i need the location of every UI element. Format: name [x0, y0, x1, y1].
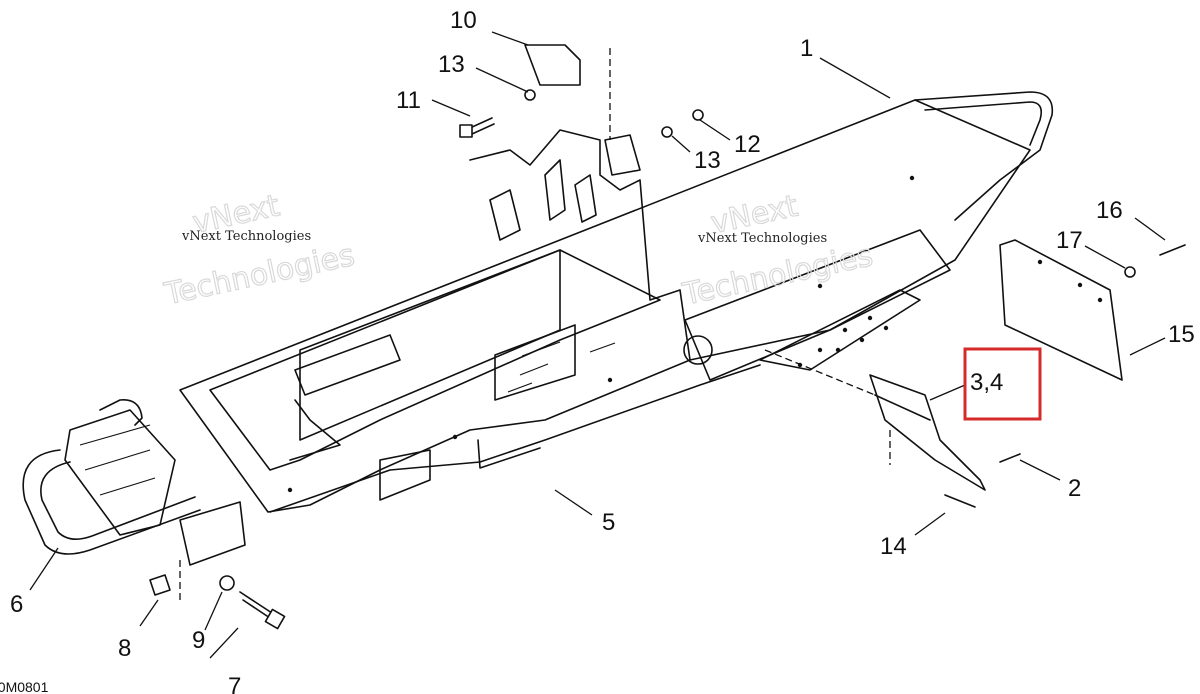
callout-1: 1: [800, 35, 813, 62]
callout-12: 12: [734, 131, 761, 158]
main-frame-part: [179, 91, 1054, 513]
highlight-box: [963, 347, 1042, 421]
callout-16: 16: [1096, 197, 1123, 224]
callout-17: 17: [1056, 227, 1083, 254]
callout-14: 14: [880, 533, 907, 560]
watermark-word-right-2: Technologies: [679, 238, 876, 313]
callout-8: 8: [118, 635, 131, 662]
callout-10: 10: [450, 7, 477, 34]
callout-11: 11: [396, 87, 421, 114]
drawing-code: 30M0801: [0, 679, 49, 694]
callout-15: 15: [1168, 321, 1195, 348]
callout-13-right: 13: [694, 147, 721, 174]
rear-bracket-part: [764, 349, 1021, 508]
watermark-word-left-2: Technologies: [161, 238, 358, 313]
mud-flap-part: [999, 239, 1186, 381]
leader-lines: [29, 31, 1166, 659]
watermark-label-right: vNext Technologies: [697, 231, 827, 246]
callout-6: 6: [10, 591, 23, 618]
callout-5: 5: [602, 509, 615, 536]
front-bumper-part: [22, 399, 201, 555]
side-bracket-part: [149, 501, 286, 630]
callout-3-4: 3,4: [970, 369, 1003, 396]
top-bracket-hardware: [459, 44, 704, 140]
callout-2: 2: [1068, 475, 1081, 502]
watermark-label-left: vNext Technologies: [181, 229, 311, 244]
callout-9: 9: [192, 627, 205, 654]
callout-13-top: 13: [438, 51, 465, 78]
callout-7: 7: [228, 673, 241, 694]
